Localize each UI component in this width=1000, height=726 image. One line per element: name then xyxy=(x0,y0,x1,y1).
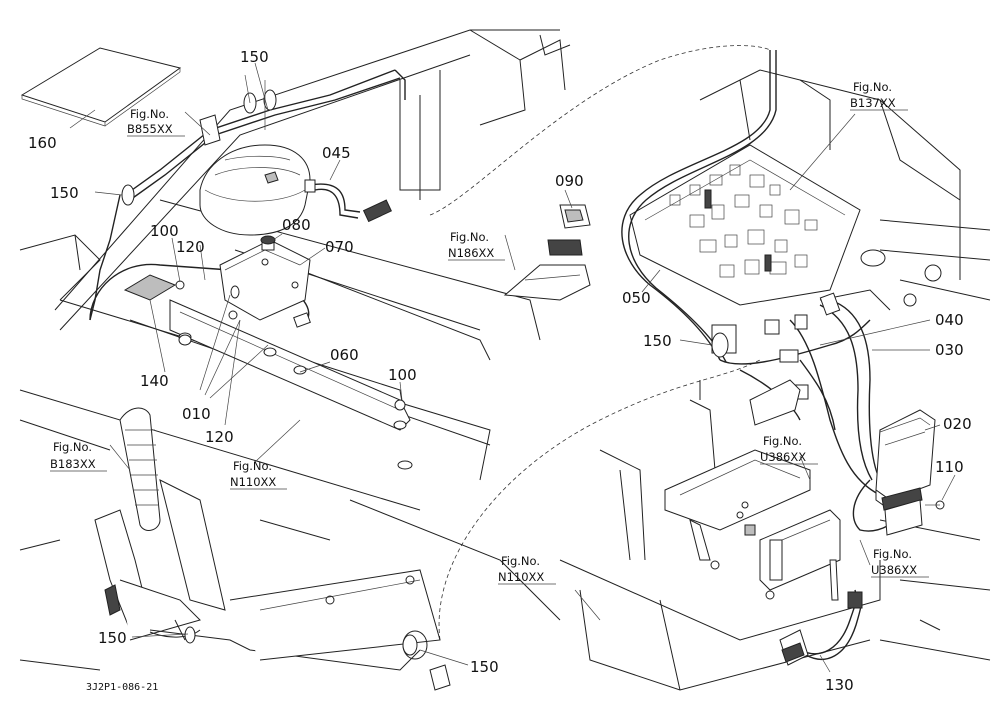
callout-100-lower: 100 xyxy=(388,366,417,384)
svg-text:B137XX: B137XX xyxy=(850,96,896,110)
callout-100-upper: 100 xyxy=(150,222,179,240)
ecu-module-020 xyxy=(875,409,945,536)
fig-ref-b137: Fig.No. B137XX xyxy=(850,80,908,111)
callout-045: 045 xyxy=(322,144,351,162)
svg-text:U386XX: U386XX xyxy=(871,563,917,577)
svg-text:B855XX: B855XX xyxy=(127,122,173,136)
callout-120-upper: 120 xyxy=(176,238,205,256)
controller-board-b137 xyxy=(629,144,861,306)
bracket-u386 xyxy=(664,379,841,601)
rail-060 xyxy=(169,280,413,470)
mounting-bracket-070 xyxy=(219,235,311,321)
callout-010: 010 xyxy=(182,405,211,423)
fig-ref-b183: Fig.No. B183XX xyxy=(50,440,107,472)
callout-090: 090 xyxy=(555,172,584,190)
label-plate-140 xyxy=(123,274,177,301)
callout-110: 110 xyxy=(935,458,964,476)
callout-150-top: 150 xyxy=(240,48,269,66)
svg-text:Fig.No.: Fig.No. xyxy=(873,547,912,561)
callout-070: 070 xyxy=(325,238,354,256)
callout-150-right: 150 xyxy=(643,332,672,350)
callout-050: 050 xyxy=(622,289,651,307)
svg-text:Fig.No.: Fig.No. xyxy=(130,107,169,121)
callout-060: 060 xyxy=(330,346,359,364)
svg-text:Fig.No.: Fig.No. xyxy=(450,230,489,244)
fig-ref-u386-upper: Fig.No. U386XX xyxy=(760,434,818,465)
callout-150-pedal: 150 xyxy=(98,629,127,647)
callout-130: 130 xyxy=(825,676,854,694)
svg-text:B183XX: B183XX xyxy=(50,457,96,471)
svg-text:Fig.No.: Fig.No. xyxy=(763,434,802,448)
clamps-150 xyxy=(184,114,729,656)
svg-text:Fig.No.: Fig.No. xyxy=(501,554,540,568)
callout-140: 140 xyxy=(140,372,169,390)
svg-text:N110XX: N110XX xyxy=(498,570,544,584)
svg-text:Fig.No.: Fig.No. xyxy=(233,459,272,473)
fig-ref-n110-center: Fig.No. N110XX xyxy=(230,459,287,490)
harness-130 xyxy=(779,589,863,666)
switch-bracket-090 xyxy=(503,204,591,301)
fig-ref-b855: Fig.No. B855XX xyxy=(127,107,185,137)
svg-text:N110XX: N110XX xyxy=(230,475,276,489)
callout-labels: 160 150 150 045 080 070 100 120 140 010 … xyxy=(28,48,972,694)
callout-160: 160 xyxy=(28,134,57,152)
figure-references: Fig.No. B855XX Fig.No. B137XX Fig.No. N1… xyxy=(50,80,929,585)
manual-sheet-160 xyxy=(20,47,182,127)
antenna-receiver xyxy=(199,144,311,236)
fig-ref-u386-lower: Fig.No. U386XX xyxy=(871,547,929,578)
pedal-assembly xyxy=(94,407,451,691)
callout-150-left: 150 xyxy=(50,184,79,202)
callout-120-lower: 120 xyxy=(205,428,234,446)
leader-lines xyxy=(69,62,956,673)
callout-040: 040 xyxy=(935,311,964,329)
callout-080: 080 xyxy=(282,216,311,234)
fig-ref-n186: Fig.No. N186XX xyxy=(448,230,505,261)
svg-text:U386XX: U386XX xyxy=(760,450,806,464)
svg-text:Fig.No.: Fig.No. xyxy=(53,440,92,454)
callout-030: 030 xyxy=(935,341,964,359)
svg-text:Fig.No.: Fig.No. xyxy=(853,80,892,94)
fig-ref-n110-lower: Fig.No. N110XX xyxy=(498,554,556,585)
drawing-code: 3J2P1-086-21 xyxy=(86,682,158,693)
callout-020: 020 xyxy=(943,415,972,433)
callout-150-bottom: 150 xyxy=(470,658,499,676)
svg-text:N186XX: N186XX xyxy=(448,246,494,260)
